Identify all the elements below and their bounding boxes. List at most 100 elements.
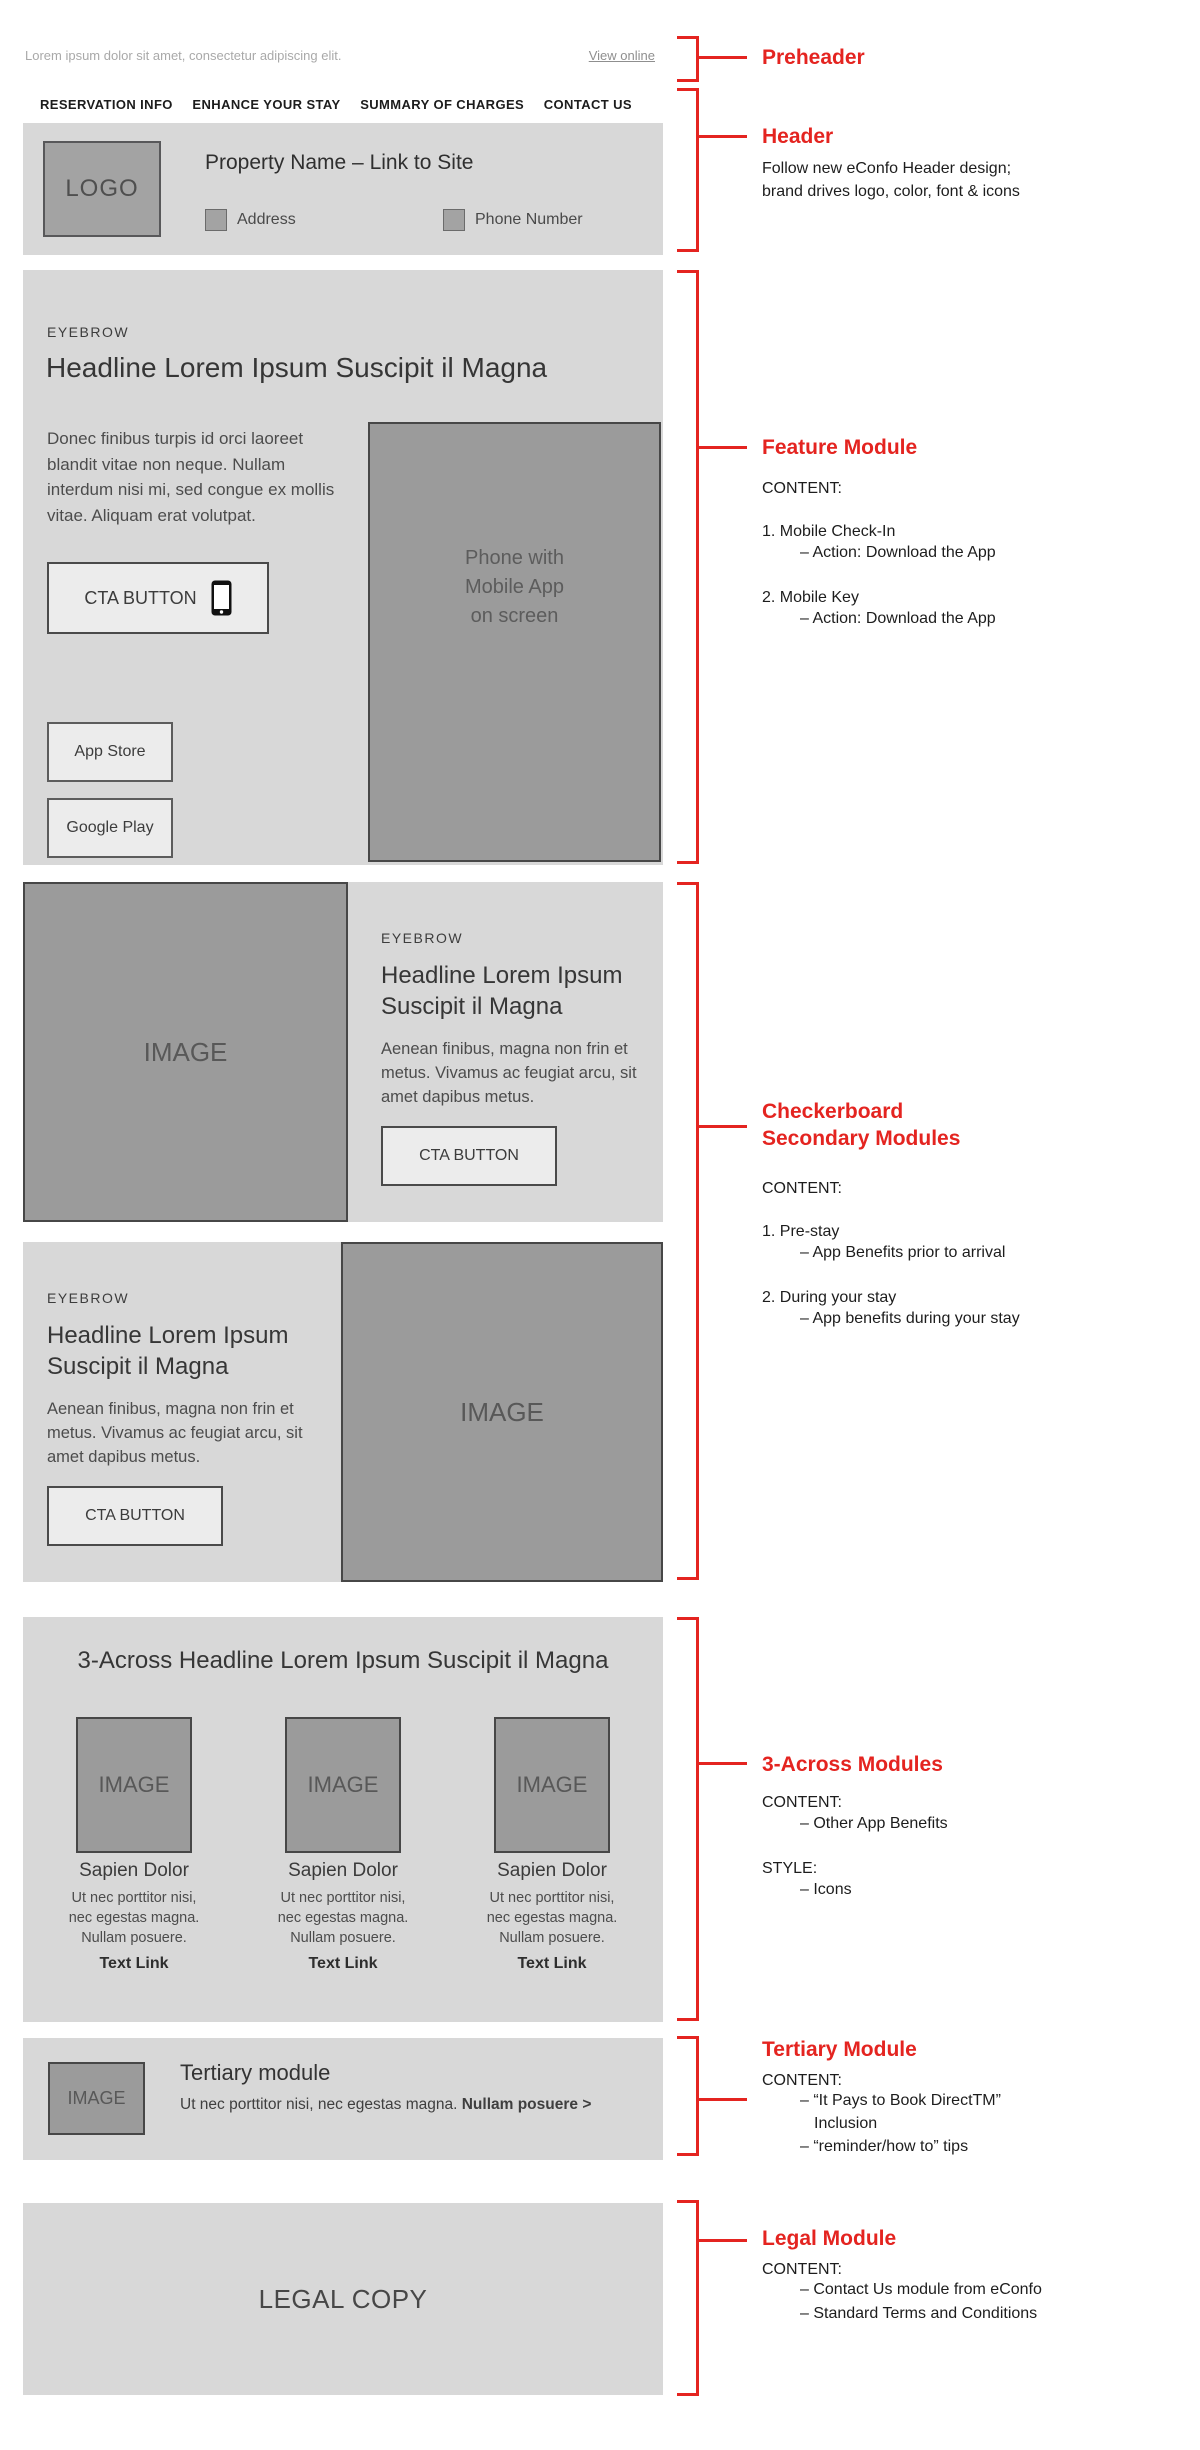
- checkerboard-module-2: EYEBROW Headline Lorem Ipsum Suscipit il…: [23, 1242, 663, 1582]
- column-body: Ut nec porttitor nisi, nec egestas magna…: [486, 1890, 618, 1946]
- annotation-list-item: 2. During your stay: [762, 1289, 897, 1306]
- text-link[interactable]: Text Link: [99, 1955, 169, 1972]
- three-across-headline: 3-Across Headline Lorem Ipsum Suscipit i…: [77, 1647, 609, 1674]
- annotation-content-label: CONTENT:: [762, 2261, 842, 2278]
- logo-placeholder: LOGO: [43, 141, 161, 237]
- annotation-legal-title: Legal Module: [762, 2227, 897, 2250]
- module-headline: Headline Lorem Ipsum Suscipit il Magna: [47, 1322, 289, 1381]
- cta-button[interactable]: CTA BUTTON: [47, 1486, 223, 1546]
- bracket-tick: [677, 2393, 697, 2396]
- phone-number-label: Phone Number: [475, 211, 583, 228]
- three-across-column-1: IMAGE Sapien Dolor Ut nec porttitor nisi…: [39, 1617, 229, 2022]
- bracket-connector: [699, 1762, 747, 1765]
- checkerboard-module-1: IMAGE EYEBROW Headline Lorem Ipsum Susci…: [23, 882, 663, 1222]
- legal-copy: LEGAL COPY: [258, 2283, 428, 2314]
- bracket-tick: [677, 861, 697, 864]
- bracket-tick: [677, 2036, 697, 2039]
- phone-image-placeholder: Phone with Mobile App on screen: [368, 422, 661, 862]
- annotation-list-subitem: Inclusion: [814, 2115, 878, 2132]
- eyebrow-label: EYEBROW: [381, 930, 464, 946]
- annotation-preheader-title: Preheader: [762, 46, 865, 69]
- bracket-connector: [699, 2098, 747, 2101]
- bracket-tertiary: [696, 2036, 699, 2156]
- bracket-tick: [677, 2153, 697, 2156]
- nav-contact-us[interactable]: CONTACT US: [543, 97, 632, 112]
- phone-icon: [211, 580, 232, 616]
- feature-module: EYEBROW Headline Lorem Ipsum Suscipit il…: [23, 270, 663, 865]
- bracket-tick: [677, 2200, 697, 2203]
- address-item: Address: [205, 209, 296, 231]
- bracket-tick: [677, 249, 697, 252]
- image-placeholder: IMAGE: [341, 1242, 663, 1582]
- nav-summary-of-charges[interactable]: SUMMARY OF CHARGES: [360, 97, 525, 112]
- annotation-style-label: STYLE:: [762, 1860, 818, 1877]
- annotation-list-subitem: – Contact Us module from eConfo: [800, 2281, 1042, 2298]
- annotation-list-subitem: – Other App Benefits: [800, 1815, 948, 1832]
- image-placeholder: IMAGE: [48, 2062, 145, 2135]
- annotation-content-label: CONTENT:: [762, 1794, 842, 1811]
- tertiary-text-link[interactable]: Nullam posuere >: [461, 2096, 592, 2113]
- bracket-connector: [699, 56, 747, 59]
- column-title: Sapien Dolor: [288, 1860, 398, 1881]
- header-nav: RESERVATION INFO ENHANCE YOUR STAY SUMMA…: [40, 97, 632, 112]
- annotation-list-subitem: – Action: Download the App: [800, 544, 996, 561]
- bracket-tick: [677, 1577, 697, 1580]
- image-placeholder: IMAGE: [76, 1717, 192, 1853]
- annotation-content-label: CONTENT:: [762, 480, 842, 497]
- image-placeholder: IMAGE: [23, 882, 348, 1222]
- feature-cta-button[interactable]: CTA BUTTON: [47, 562, 269, 634]
- eyebrow-label: EYEBROW: [47, 1290, 130, 1306]
- annotation-feature-title: Feature Module: [762, 436, 918, 459]
- text-link[interactable]: Text Link: [517, 1955, 587, 1972]
- legal-module: LEGAL COPY: [23, 2203, 663, 2395]
- view-online-link[interactable]: View online: [588, 48, 655, 63]
- nav-enhance-your-stay[interactable]: ENHANCE YOUR STAY: [192, 97, 341, 112]
- bracket-tick: [677, 79, 697, 82]
- bracket-connector: [699, 446, 747, 449]
- text-link[interactable]: Text Link: [308, 1955, 378, 1972]
- image-placeholder: IMAGE: [494, 1717, 610, 1853]
- annotation-list-subitem: – Icons: [800, 1881, 852, 1898]
- header-module: LOGO Property Name – Link to Site Addres…: [23, 123, 663, 255]
- bracket-preheader: [696, 36, 699, 82]
- tertiary-module: IMAGE Tertiary module Ut nec porttitor n…: [23, 2038, 663, 2160]
- module-body: Aenean finibus, magna non frin et metus.…: [381, 1040, 637, 1106]
- feature-eyebrow: EYEBROW: [47, 324, 130, 340]
- three-across-column-2: IMAGE Sapien Dolor Ut nec porttitor nisi…: [248, 1617, 438, 2022]
- nav-reservation-info[interactable]: RESERVATION INFO: [40, 97, 173, 112]
- bracket-connector: [699, 1125, 747, 1128]
- annotation-list-item: 1. Pre-stay: [762, 1223, 840, 1240]
- bracket-tick: [677, 88, 697, 91]
- phone-image-label: Phone with Mobile App on screen: [465, 547, 564, 627]
- bracket-tick: [677, 1617, 697, 1620]
- annotation-list-subitem: – “reminder/how to” tips: [800, 2138, 969, 2155]
- annotation-header-body: Follow new eConfo Header design; brand d…: [762, 160, 1020, 201]
- column-title: Sapien Dolor: [79, 1860, 189, 1881]
- tertiary-body: Ut nec porttitor nisi, nec egestas magna…: [180, 2096, 640, 2114]
- annotation-checkerboard-title: Checkerboard Secondary Modules: [762, 1100, 961, 1151]
- tertiary-body-text: Ut nec porttitor nisi, nec egestas magna…: [180, 2096, 462, 2113]
- annotation-list-subitem: – Standard Terms and Conditions: [800, 2305, 1038, 2322]
- bracket-tick: [677, 36, 697, 39]
- preheader-text: Lorem ipsum dolor sit amet, consectetur …: [25, 48, 342, 63]
- tertiary-headline: Tertiary module: [180, 2060, 331, 2085]
- column-body: Ut nec porttitor nisi, nec egestas magna…: [68, 1890, 200, 1946]
- preheader: Lorem ipsum dolor sit amet, consectetur …: [25, 48, 655, 63]
- cta-button[interactable]: CTA BUTTON: [381, 1126, 557, 1186]
- app-store-button[interactable]: App Store: [47, 722, 173, 782]
- bracket-tick: [677, 882, 697, 885]
- bracket-header: [696, 88, 699, 252]
- bracket-three-across: [696, 1617, 699, 2021]
- bracket-tick: [677, 2018, 697, 2021]
- address-icon: [205, 209, 227, 231]
- google-play-button[interactable]: Google Play: [47, 798, 173, 858]
- annotation-list-subitem: – App benefits during your stay: [800, 1310, 1020, 1327]
- bracket-feature: [696, 270, 699, 864]
- annotation-list-subitem: – App Benefits prior to arrival: [800, 1244, 1006, 1261]
- three-across-module: 3-Across Headline Lorem Ipsum Suscipit i…: [23, 1617, 663, 2022]
- three-across-column-3: IMAGE Sapien Dolor Ut nec porttitor nisi…: [457, 1617, 647, 2022]
- property-name-link[interactable]: Property Name – Link to Site: [205, 151, 474, 174]
- annotation-list-item: 1. Mobile Check-In: [762, 523, 896, 540]
- annotation-list-subitem: – “It Pays to Book DirectTM”: [800, 2092, 1001, 2109]
